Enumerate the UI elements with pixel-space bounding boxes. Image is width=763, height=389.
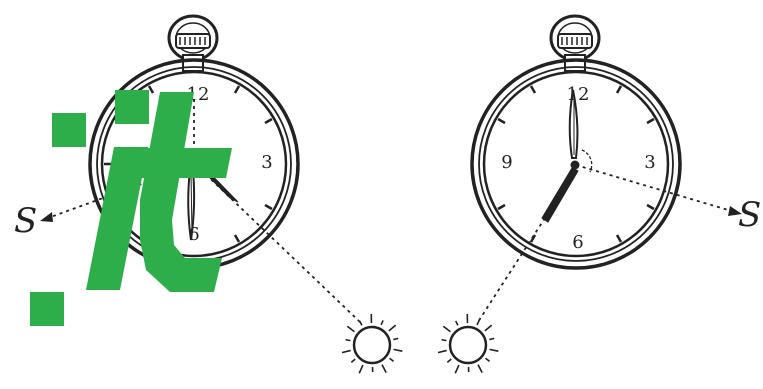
right-south-label: S (738, 195, 761, 235)
sun-ray (346, 340, 351, 341)
sun-ray (394, 349, 403, 351)
sun-ray (490, 349, 499, 351)
left-sun-icon (342, 314, 402, 373)
hour-tick (235, 86, 239, 93)
sun-ray (360, 321, 362, 325)
sun-ray (489, 338, 494, 339)
left-south-label: S (14, 201, 37, 241)
hour-tick (647, 205, 654, 209)
right-watch-sun-line (478, 218, 545, 322)
sun-ray (478, 365, 482, 373)
hour-tick (617, 235, 621, 242)
hour-tick (531, 86, 535, 93)
right-watch-numeral-12: 12 (567, 84, 590, 105)
sun-ray (351, 359, 355, 362)
right-sun-icon (438, 314, 498, 373)
right-watch-numeral-9: 9 (501, 152, 512, 173)
hour-tick (149, 86, 153, 93)
hour-tick (235, 235, 239, 242)
hour-tick (647, 119, 654, 123)
hour-tick (265, 119, 272, 123)
left-watch-numeral-3: 3 (261, 152, 272, 173)
right-pocket-watch (472, 16, 680, 268)
sun-ray (455, 365, 459, 373)
left-watch-numeral-6: 6 (188, 224, 199, 245)
sun-ray (456, 321, 458, 325)
left-south-arrowhead (40, 212, 53, 222)
sun-ray (477, 320, 479, 325)
sun-ray (347, 326, 354, 331)
hour-tick (498, 205, 505, 209)
sun-ray (438, 350, 447, 352)
right-watch-numeral-6: 6 (572, 232, 583, 253)
sun-ray (486, 358, 490, 361)
sun-ray (485, 325, 492, 331)
sun-ray (390, 358, 394, 361)
hour-tick (617, 86, 621, 93)
hour-tick (265, 205, 272, 209)
sun-ray (342, 350, 351, 352)
hour-tick (498, 119, 505, 123)
sun-ray (381, 320, 383, 325)
sun-ray (389, 325, 396, 331)
sun-ray (393, 338, 398, 339)
sun-ray (443, 326, 450, 331)
sun-ray (382, 365, 386, 373)
sun-ray (447, 359, 451, 362)
sun-ray (359, 365, 363, 373)
right-watch-numeral-3: 3 (644, 152, 655, 173)
right-watch-hour-hand (542, 168, 578, 222)
it-watermark-logo (30, 90, 232, 326)
sun-ray (442, 340, 447, 341)
